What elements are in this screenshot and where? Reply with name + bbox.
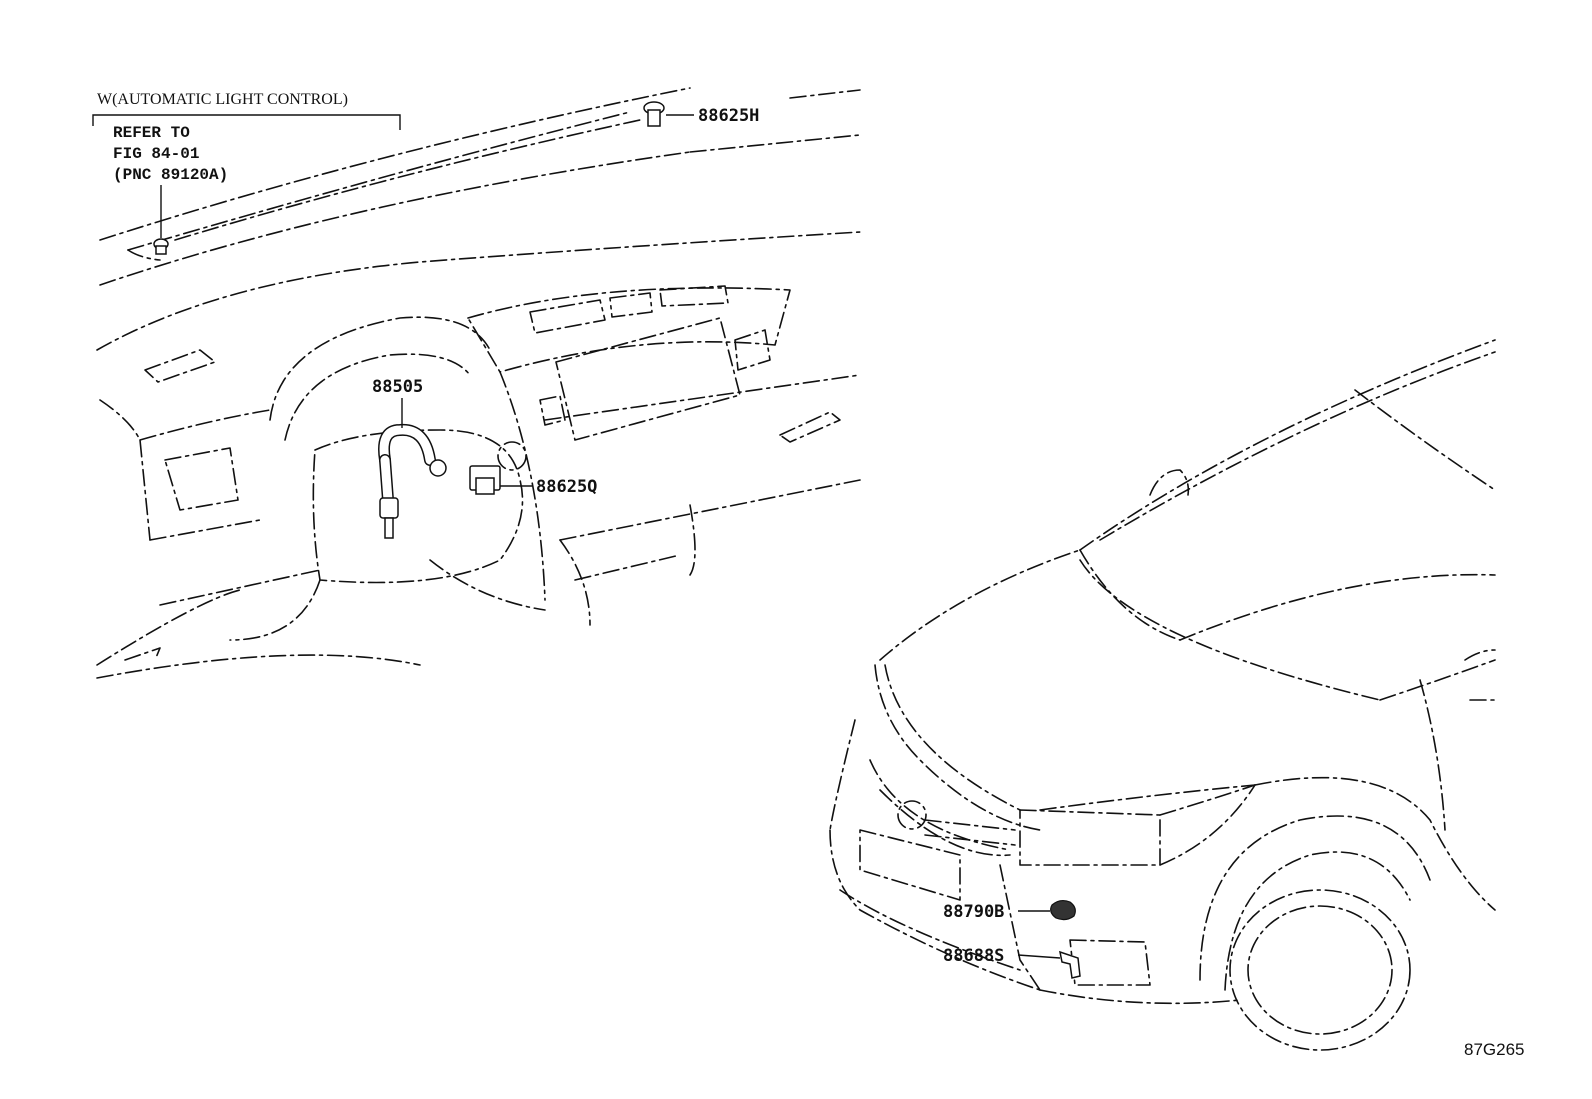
sensor-part-88790b: [1018, 899, 1076, 921]
connector-88625q: [469, 465, 532, 495]
callout-88625h: 88625H: [698, 106, 759, 126]
variant-note-line-1: REFER TO: [113, 124, 190, 142]
dashboard-illustration: [96, 87, 861, 679]
bracket-part-88688s: [1017, 950, 1081, 979]
callout-88790b: 88790B: [943, 902, 1004, 922]
variant-note-title: W(AUTOMATIC LIGHT CONTROL): [97, 91, 348, 108]
variant-note-line-2: FIG 84-01: [113, 145, 199, 163]
wire-harness-88505: [378, 398, 447, 539]
variant-note-line-3: (PNC 89120A): [113, 166, 228, 184]
car-front-illustration: [829, 339, 1496, 1051]
variant-note: W(AUTOMATIC LIGHT CONTROL) REFER TO FIG …: [92, 91, 401, 184]
sensor-part-top-left: [153, 185, 169, 255]
sensor-part-88625h: [643, 101, 694, 127]
callout-88625q: 88625Q: [536, 477, 597, 497]
callout-88688s: 88688S: [943, 946, 1004, 966]
callout-88505: 88505: [372, 377, 423, 397]
figure-id: 87G265: [1464, 1040, 1525, 1059]
